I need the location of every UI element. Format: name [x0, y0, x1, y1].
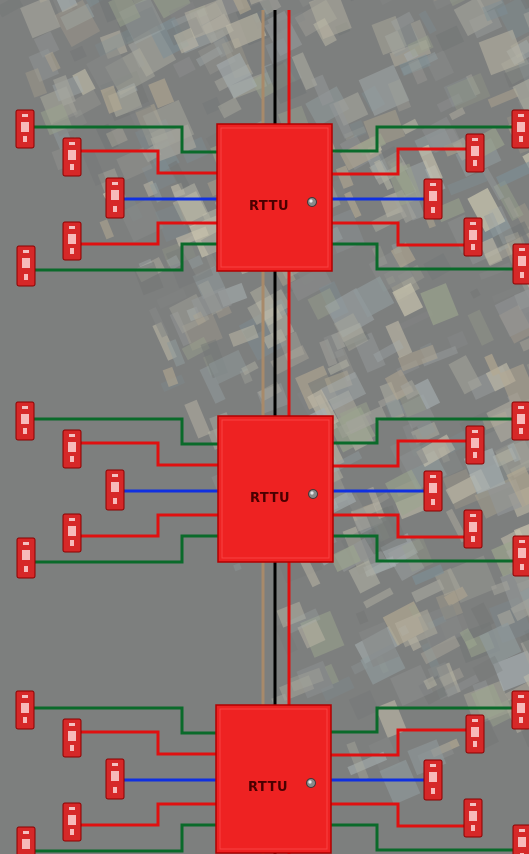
link-line-right	[332, 125, 512, 153]
field-device-right	[465, 714, 485, 754]
link-line-right	[333, 439, 466, 468]
field-device-right	[512, 824, 529, 854]
rttu-block: RTTU	[15, 401, 529, 579]
field-device-left	[15, 401, 35, 441]
rttu-label: RTTU	[250, 491, 290, 506]
field-device-left	[16, 537, 36, 579]
field-device-right	[465, 425, 485, 465]
link-line-left	[34, 125, 217, 154]
link-line-left	[35, 534, 218, 564]
link-line-right	[331, 728, 466, 757]
link-line-left	[81, 441, 218, 467]
field-device-right	[465, 133, 485, 173]
field-device-left	[16, 245, 36, 287]
field-device-right	[512, 243, 529, 285]
field-device-left	[105, 177, 125, 219]
field-device-right	[512, 535, 529, 577]
status-led-icon	[306, 778, 316, 788]
field-device-left	[62, 513, 82, 553]
link-line-right	[331, 802, 464, 828]
link-line-right	[332, 242, 513, 271]
field-device-left	[62, 221, 82, 261]
link-line-right	[333, 513, 464, 539]
field-device-right	[463, 217, 483, 257]
link-line-left	[81, 149, 217, 175]
status-led-icon	[308, 489, 318, 499]
link-line-left	[35, 242, 217, 272]
field-device-right	[423, 178, 443, 220]
field-device-right	[511, 401, 529, 441]
field-device-left	[62, 718, 82, 758]
field-device-right	[511, 109, 529, 149]
field-device-left	[105, 469, 125, 511]
field-device-left	[105, 758, 125, 800]
rttu-unit: RTTU	[215, 704, 332, 854]
link-line-right	[333, 417, 512, 445]
link-line-left	[81, 513, 218, 538]
link-line-left	[34, 706, 216, 735]
field-device-right	[423, 470, 443, 512]
field-device-left	[16, 826, 36, 854]
field-device-left	[62, 137, 82, 177]
field-device-left	[62, 429, 82, 469]
link-line-left	[81, 221, 217, 246]
rttu-block: RTTU	[15, 109, 529, 287]
link-line-left	[34, 417, 218, 446]
rttu-unit: RTTU	[216, 123, 333, 272]
link-line-right	[332, 221, 464, 247]
rttu-label: RTTU	[248, 780, 288, 795]
link-line-left	[81, 802, 216, 827]
link-line-left	[81, 730, 216, 756]
link-line-right	[331, 706, 512, 734]
link-line-left	[35, 823, 216, 853]
field-device-right	[423, 759, 443, 801]
rttu-label: RTTU	[249, 199, 289, 214]
field-device-right	[511, 690, 529, 730]
status-led-icon	[307, 197, 317, 207]
field-device-right	[463, 509, 483, 549]
rttu-block: RTTU	[15, 690, 529, 854]
field-device-left	[15, 690, 35, 730]
link-line-right	[333, 534, 513, 563]
link-line-right	[332, 147, 466, 176]
field-device-right	[463, 798, 483, 838]
rttu-unit: RTTU	[217, 415, 334, 563]
field-device-left	[62, 802, 82, 842]
link-line-right	[331, 823, 513, 852]
field-device-left	[15, 109, 35, 149]
